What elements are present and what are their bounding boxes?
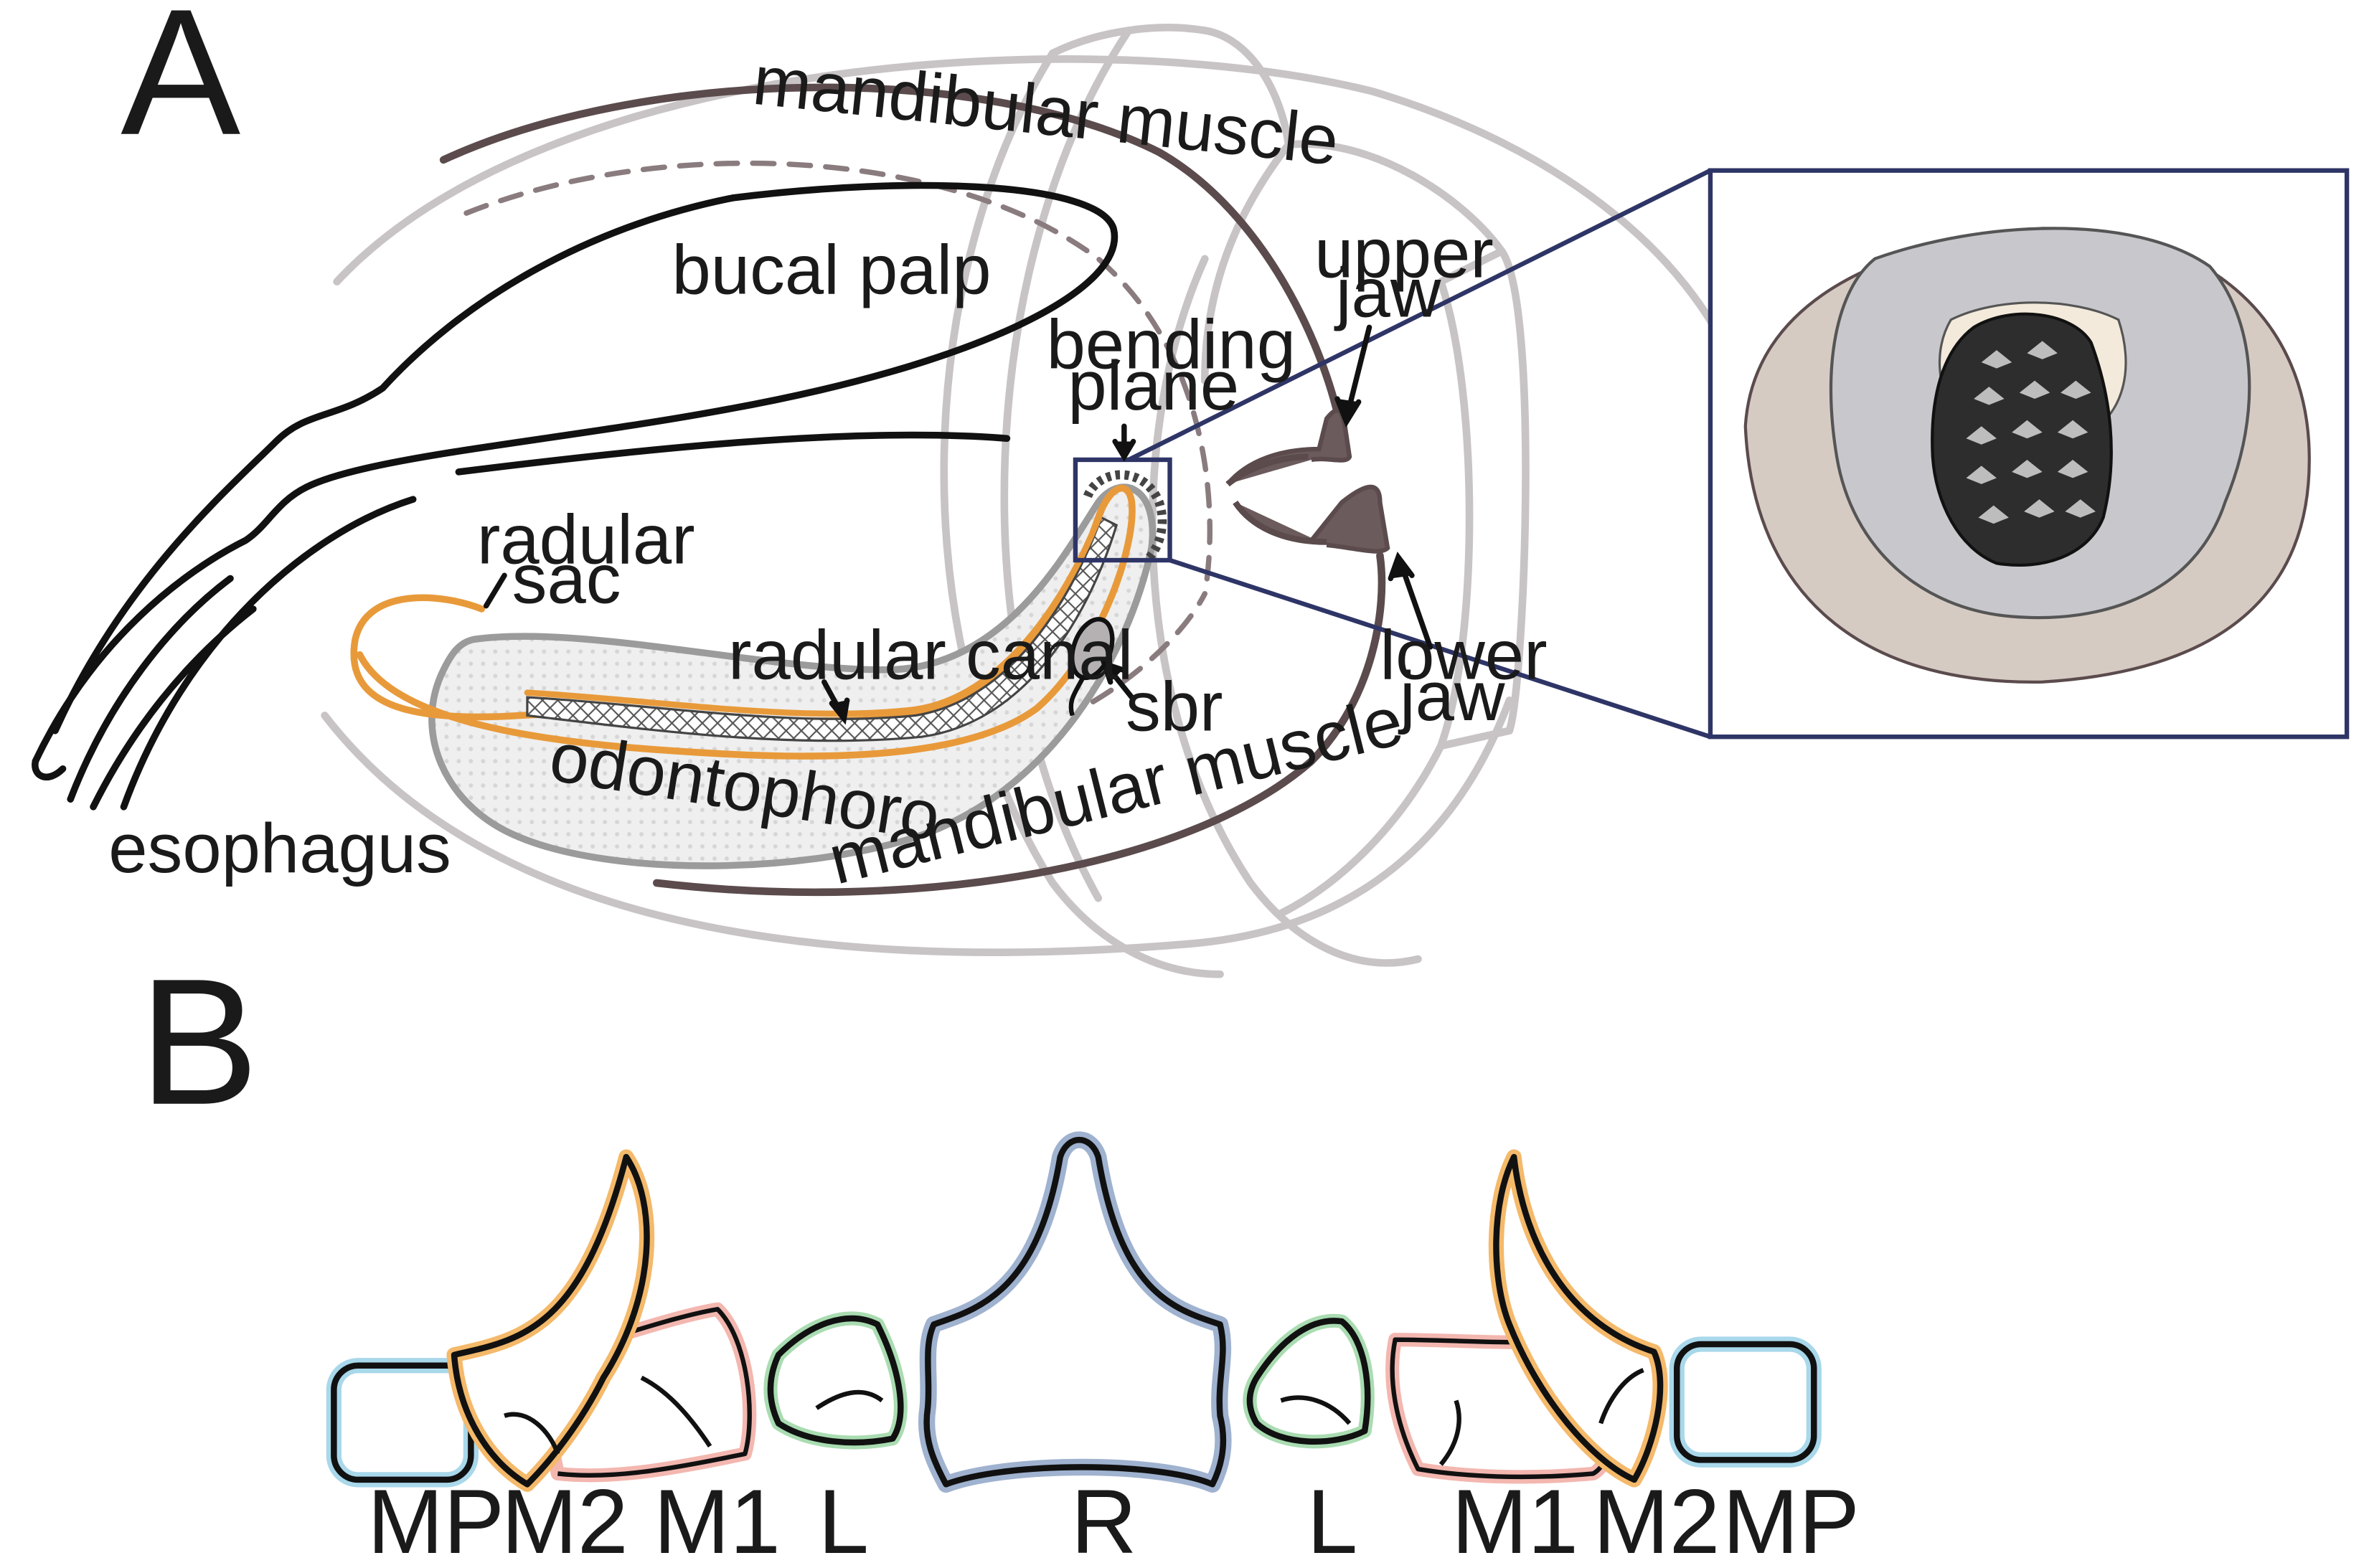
label-upper-jaw-line2: jaw (1334, 253, 1441, 331)
arrow-radular-sac (483, 572, 507, 609)
tooth-label-m1-right: M1 (1451, 1470, 1578, 1568)
mandibular-muscle-dashed-upper (463, 160, 1213, 597)
radula-teeth-row (326, 1131, 1822, 1493)
label-lower-jaw-line2: jaw (1398, 657, 1505, 735)
radular-canal-outline (524, 508, 1105, 717)
tooth-label-mp-right: MP (1723, 1470, 1860, 1568)
label-radular-canal: radular canal (728, 616, 1133, 694)
label-radular-sac-line1: radular (477, 500, 695, 578)
tooth-label-m1-left: M1 (654, 1470, 781, 1568)
mandibular-muscle-upper (439, 83, 1346, 438)
odontophore (428, 483, 1157, 869)
bucal-palp (32, 181, 1119, 811)
label-bending-plane-line1: bending (1047, 306, 1296, 384)
tooth-l-right (1243, 1313, 1375, 1449)
inset-radula-teeth (1966, 341, 2096, 524)
tooth-label-l-left: L (818, 1470, 869, 1568)
tooth-mp-left (326, 1358, 479, 1488)
jaws (1225, 408, 1390, 554)
tooth-mp-right (1669, 1336, 1822, 1468)
mouth-inset (1708, 168, 2350, 740)
inset-radula (1931, 312, 2113, 567)
tooth-labels: MP M2 M1 L R L M1 M2 MP (367, 1470, 1860, 1568)
tooth-label-r: R (1071, 1470, 1137, 1568)
body-outline (321, 24, 1742, 978)
label-upper-jaw-line1: upper (1314, 214, 1494, 292)
tooth-label-m2-right: M2 (1593, 1470, 1720, 1568)
panel-a-letter: A (121, 0, 240, 173)
label-bending-plane-line2: plane (1068, 346, 1239, 425)
label-lower-jaw-line1: lower (1380, 616, 1547, 694)
mandibular-muscle-lower (652, 552, 1386, 897)
tooth-label-m2-left: M2 (501, 1470, 628, 1568)
label-sbr: sbr (1126, 668, 1223, 746)
zoom-indicator (1073, 168, 1712, 740)
label-bucal-palp: bucal palp (672, 231, 992, 309)
panel-b: B (139, 942, 1860, 1568)
panel-b-letter: B (139, 942, 259, 1143)
label-radular-sac-line2: sac (512, 539, 621, 618)
bending-plane-box (1073, 457, 1172, 563)
tooth-label-mp-left: MP (367, 1470, 504, 1568)
arrows (483, 324, 1433, 725)
tooth-label-l-right: L (1307, 1470, 1358, 1568)
radular-ribbon (526, 516, 1119, 742)
panel-a: A (32, 0, 2350, 978)
label-esophagus: esophagus (108, 809, 451, 887)
